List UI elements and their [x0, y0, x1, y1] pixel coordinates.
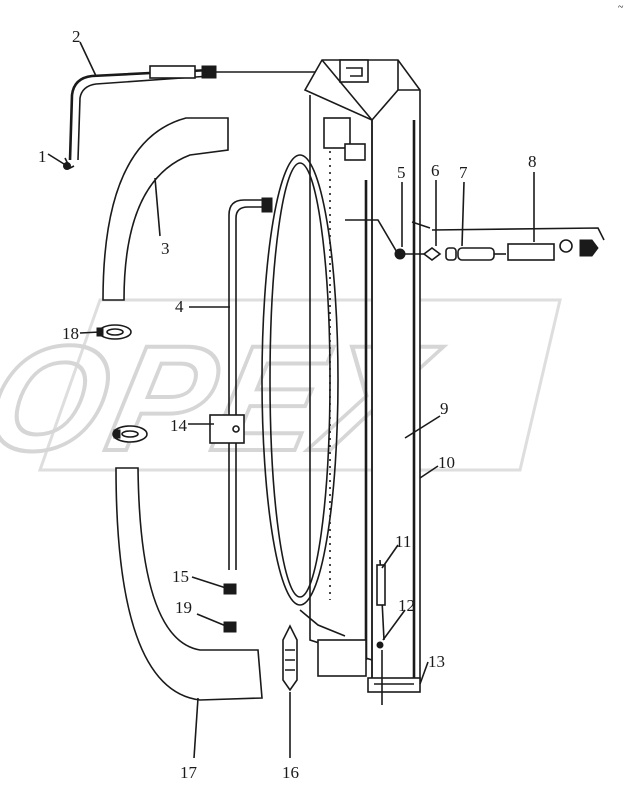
callout-6: 6	[431, 161, 440, 180]
callout-8: 8	[528, 152, 537, 171]
part-19-fitting	[223, 621, 237, 633]
callout-12: 12	[398, 596, 415, 615]
corner-mark: ~	[618, 2, 624, 13]
part-18-hose-clamp	[96, 324, 132, 340]
callout-17: 17	[180, 763, 198, 782]
callout-1: 1	[38, 147, 47, 166]
callout-13: 13	[428, 652, 445, 671]
watermark: OPEX	[0, 298, 562, 485]
callout-4: 4	[175, 297, 184, 316]
part-2-overflow-pipe	[64, 65, 325, 170]
part-17-lower-hose	[115, 467, 263, 701]
callout-3: 3	[161, 239, 170, 258]
part-14-bracket	[209, 414, 245, 444]
callout-18: 18	[62, 324, 79, 343]
part-16-drain-element	[282, 624, 298, 692]
part-3-upper-hose	[102, 117, 229, 301]
radiator-core	[299, 59, 421, 705]
callout-labels: 1 2 3 4 5 6 7 8 9 10 11 12 13 14 15 16 1…	[38, 2, 624, 782]
callout-19: 19	[175, 598, 192, 617]
part-1-hose-clamp	[47, 153, 71, 170]
callout-5: 5	[397, 163, 406, 182]
callout-10: 10	[438, 453, 455, 472]
part-4-tube	[228, 197, 273, 570]
callout-2: 2	[72, 27, 81, 46]
callout-7: 7	[459, 163, 468, 182]
callout-15: 15	[172, 567, 189, 586]
parts-5-8-drain-extension	[345, 219, 605, 261]
fan-shroud-ring	[261, 154, 339, 606]
callout-11: 11	[395, 532, 411, 551]
callout-16: 16	[282, 763, 299, 782]
callout-9: 9	[440, 399, 449, 418]
part-15-fitting	[223, 583, 237, 595]
lower-hose-clamp	[112, 425, 148, 443]
leader-lines	[79, 41, 535, 759]
callout-14: 14	[170, 416, 188, 435]
